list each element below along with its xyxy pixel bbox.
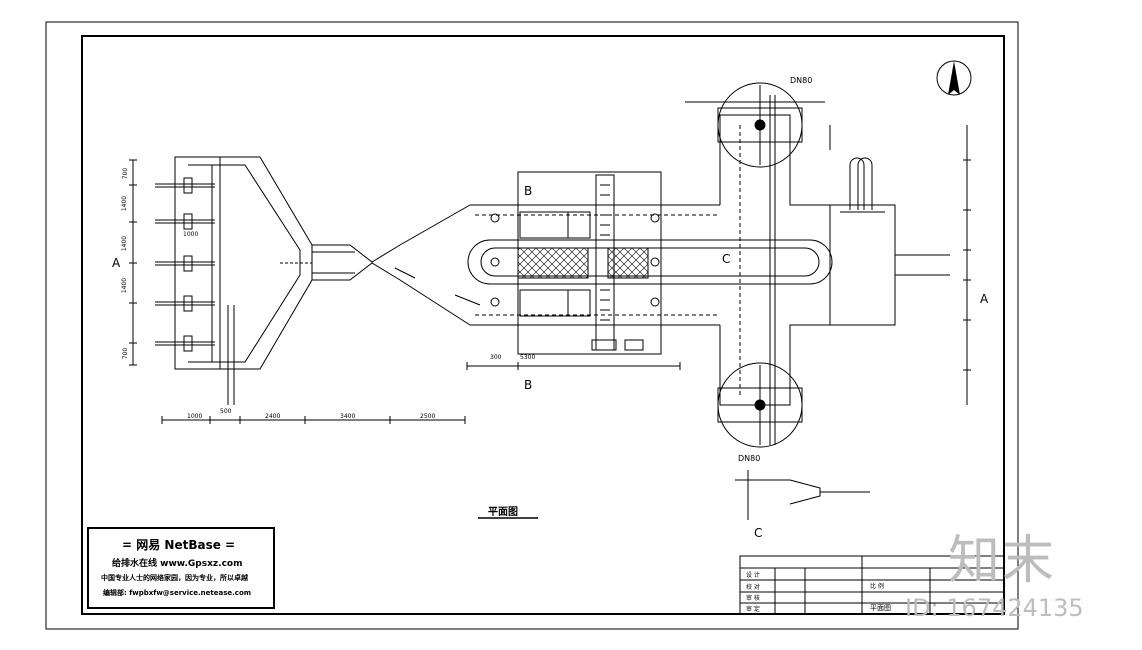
section-c-bottom-label: C [754,526,763,540]
inlet-distribution-tank [155,156,313,405]
company-title: = 网易 NetBase = [122,538,236,552]
company-line1: 给排水在线 www.Gpsxz.com [112,559,243,569]
company-line3: 编辑部: fwpbxfw@service.netease.com [103,589,252,597]
bottom-dim-2: 2400 [265,413,281,420]
title-block [739,555,1005,615]
small-dim-1: 1000 [183,231,199,238]
bottom-dim-1: 1000 [187,413,203,420]
pipe-dn-top-label: DN80 [790,76,813,85]
pipe-dn-bottom-label: DN80 [738,454,761,463]
left-dim-5: 700 [122,347,130,360]
section-a-left-label: A [112,256,121,270]
bottom-dimension-line [161,362,681,424]
section-c-mid-label: C [722,252,731,266]
left-dim-4: 1400 [121,277,129,294]
small-dim-2: 500 [220,408,232,415]
grit-chamber [467,171,833,355]
right-dimension-line [963,125,971,405]
inner-frame [81,35,1005,615]
title-block-row-2: 校 对 [746,584,760,591]
left-dim-3: 1400 [121,235,129,252]
title-block-row-1: 设 计 [746,572,760,579]
section-b-top-label: B [524,184,533,198]
left-dim-2: 1400 [121,195,129,212]
left-dim-1: 700 [122,167,130,180]
north-arrow-icon [936,60,972,96]
title-block-row-4: 审 定 [746,606,760,613]
section-a-right-label: A [980,292,989,306]
plan-dim-1: 300 [490,354,502,361]
outlet-channels [719,95,950,445]
inlet-pipes [155,177,215,352]
title-block-scale: 比 例 [870,583,884,590]
watermark-id: ID: 167424135 [905,594,1084,622]
top-circular-tank [685,82,831,168]
title-block-row-3: 审 核 [746,595,760,602]
bottom-dim-3: 3400 [340,413,356,420]
plan-dim-2: 5300 [520,354,536,361]
bottom-circular-tank [717,362,870,520]
outer-frame [45,21,1019,630]
bottom-dim-4: 2500 [420,413,436,420]
plan-title: 平面图 [488,507,518,518]
approach-channel [312,204,481,326]
section-b-bottom-label: B [524,378,533,392]
watermark-logo: 知末 [948,531,1057,591]
company-line2: 中国专业人士的网络家园，因为专业，所以卓越 [101,574,248,582]
left-dimension-line [129,159,137,366]
title-block-title: 平面图 [870,604,891,612]
vent-pipes [849,157,873,210]
company-box [87,527,275,609]
